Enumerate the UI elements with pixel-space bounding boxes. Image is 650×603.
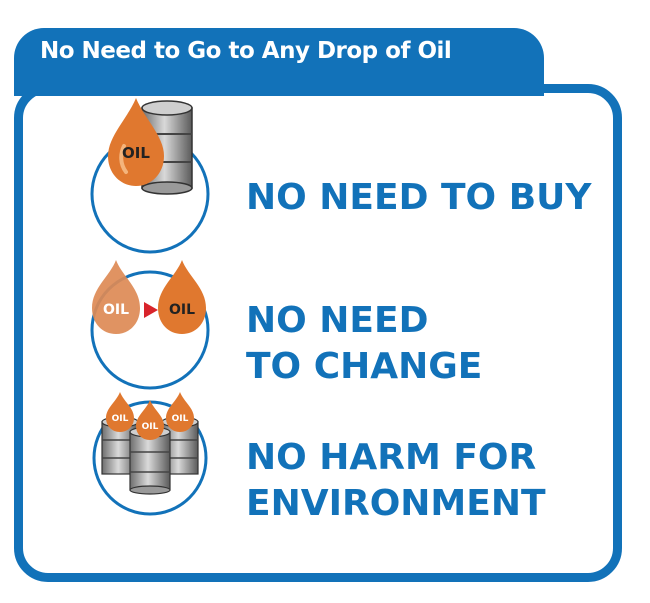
oil-drop-barrel-icon: OIL [90, 98, 210, 254]
oil-change-icon: OIL OIL [90, 260, 210, 390]
header-tab [14, 28, 544, 96]
svg-text:OIL: OIL [169, 302, 195, 318]
item-1-label: NO NEED TO BUY [246, 177, 592, 218]
item-3-label-line2: ENVIRONMENT [246, 483, 546, 524]
oil-barrels-icon: OIL OIL OIL [92, 392, 208, 516]
svg-text:OIL: OIL [112, 414, 129, 424]
svg-text:OIL: OIL [142, 422, 159, 432]
item-2-label-line1: NO NEED [246, 300, 429, 341]
svg-text:OIL: OIL [172, 414, 189, 424]
svg-text:OIL: OIL [103, 302, 129, 318]
oil-badge: OIL [122, 144, 150, 162]
page-title: No Need to Go to Any Drop of Oil [40, 38, 452, 64]
item-3-label-line1: NO HARM FOR [246, 437, 537, 478]
item-2-label-line2: TO CHANGE [246, 346, 483, 387]
